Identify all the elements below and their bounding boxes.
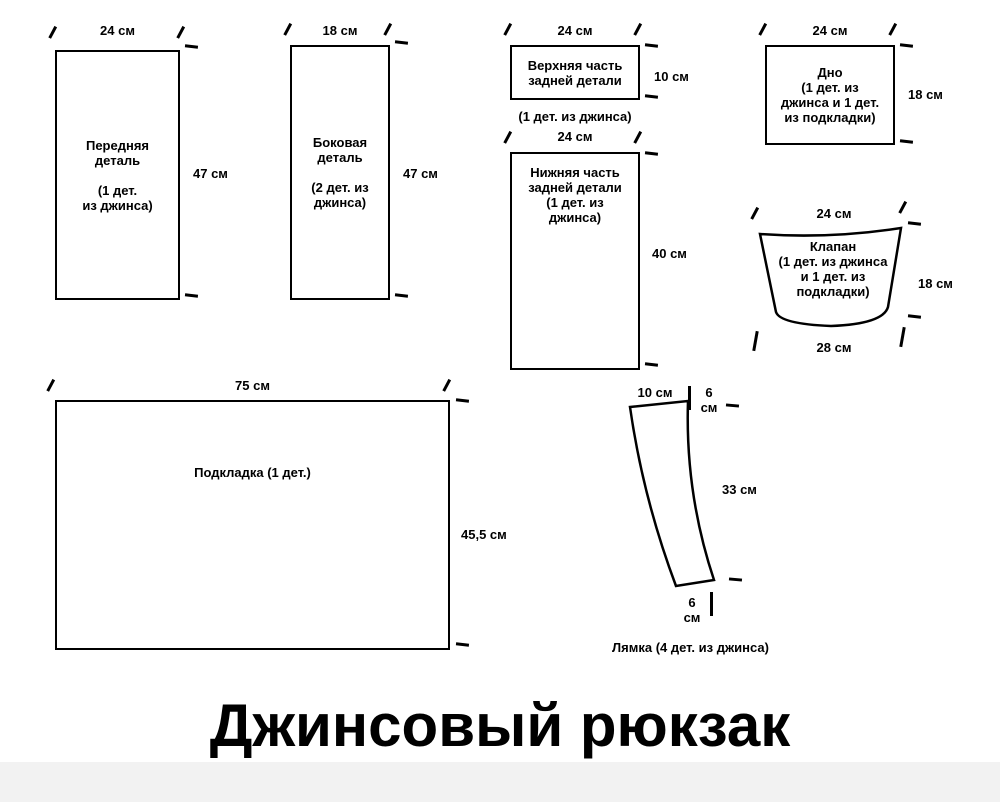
piece-strap-length-label: 33 см <box>722 482 757 497</box>
piece-strap-width-top-label: 10 см <box>637 385 673 400</box>
dimension-tick <box>898 200 907 214</box>
piece-side-label: Боковая деталь (2 дет. из джинса) <box>311 135 369 210</box>
piece-strap-caption: Лямка (4 дет. из джинса) <box>612 640 769 655</box>
piece-lining-outline: Подкладка (1 дет.) <box>55 400 450 650</box>
dimension-tick <box>184 293 199 298</box>
piece-strap-width-bottom-label: 6 см <box>683 595 701 625</box>
piece-back-upper-outline: Верхняя часть задней детали <box>510 45 640 100</box>
piece-flap-width-top-label: 24 см <box>816 206 852 221</box>
piece-back-lower-width-label: 24 см <box>557 129 593 144</box>
piece-flap-label: Клапан (1 дет. из джинса и 1 дет. из под… <box>778 239 888 299</box>
piece-back-lower-outline: Нижняя часть задней детали (1 дет. из дж… <box>510 152 640 370</box>
dimension-tick <box>899 139 914 144</box>
piece-back-upper-note: (1 дет. из джинса) <box>518 109 632 124</box>
dimension-tick <box>710 592 713 616</box>
dimension-tick <box>455 398 470 403</box>
dimension-tick <box>644 94 659 99</box>
dimension-tick <box>688 386 691 410</box>
piece-strap-shape <box>628 399 716 588</box>
piece-back-upper-width-label: 24 см <box>557 23 593 38</box>
piece-front-height-label: 47 см <box>193 166 228 181</box>
dimension-tick <box>46 378 55 392</box>
piece-bottom-height-label: 18 см <box>908 87 943 102</box>
page-title: Джинсовый рюкзак <box>209 692 791 759</box>
piece-flap-height-label: 18 см <box>918 276 953 291</box>
dimension-tick <box>184 44 199 49</box>
dimension-tick <box>728 577 743 582</box>
piece-side-height-label: 47 см <box>403 166 438 181</box>
dimension-tick <box>394 293 409 298</box>
bottom-gray-band <box>0 762 1000 802</box>
dimension-tick <box>725 403 740 408</box>
piece-back-upper-height-label: 10 см <box>654 69 689 84</box>
piece-back-upper-label: Верхняя часть задней детали <box>527 57 623 88</box>
piece-flap-width-bottom-label: 28 см <box>816 340 852 355</box>
piece-strap-width-top-right-label: 6 см <box>700 385 718 415</box>
piece-front-outline: Передняя деталь (1 дет. из джинса) <box>55 50 180 300</box>
piece-back-lower-height-label: 40 см <box>652 246 687 261</box>
piece-back-lower-label: Нижняя часть задней детали (1 дет. из дж… <box>528 165 622 225</box>
piece-front-label: Передняя деталь (1 дет. из джинса) <box>82 137 153 213</box>
dimension-tick <box>455 642 470 647</box>
piece-side-outline: Боковая деталь (2 дет. из джинса) <box>290 45 390 300</box>
dimension-tick <box>394 40 409 45</box>
piece-bottom-label: Дно (1 дет. из джинса и 1 дет. из подкла… <box>780 65 880 125</box>
piece-side-width-label: 18 см <box>322 23 358 38</box>
dimension-tick <box>644 151 659 156</box>
piece-lining-height-label: 45,5 см <box>461 527 507 542</box>
piece-flap-shape <box>758 226 903 328</box>
piece-lining-width-label: 75 см <box>235 378 270 393</box>
piece-bottom-outline: Дно (1 дет. из джинса и 1 дет. из подкла… <box>765 45 895 145</box>
dimension-tick <box>750 206 759 220</box>
dimension-tick <box>644 362 659 367</box>
dimension-tick <box>644 43 659 48</box>
piece-bottom-width-label: 24 см <box>812 23 848 38</box>
dimension-tick <box>899 43 914 48</box>
piece-front-width-label: 24 см <box>100 23 135 38</box>
piece-lining-label: Подкладка (1 дет.) <box>194 465 311 480</box>
